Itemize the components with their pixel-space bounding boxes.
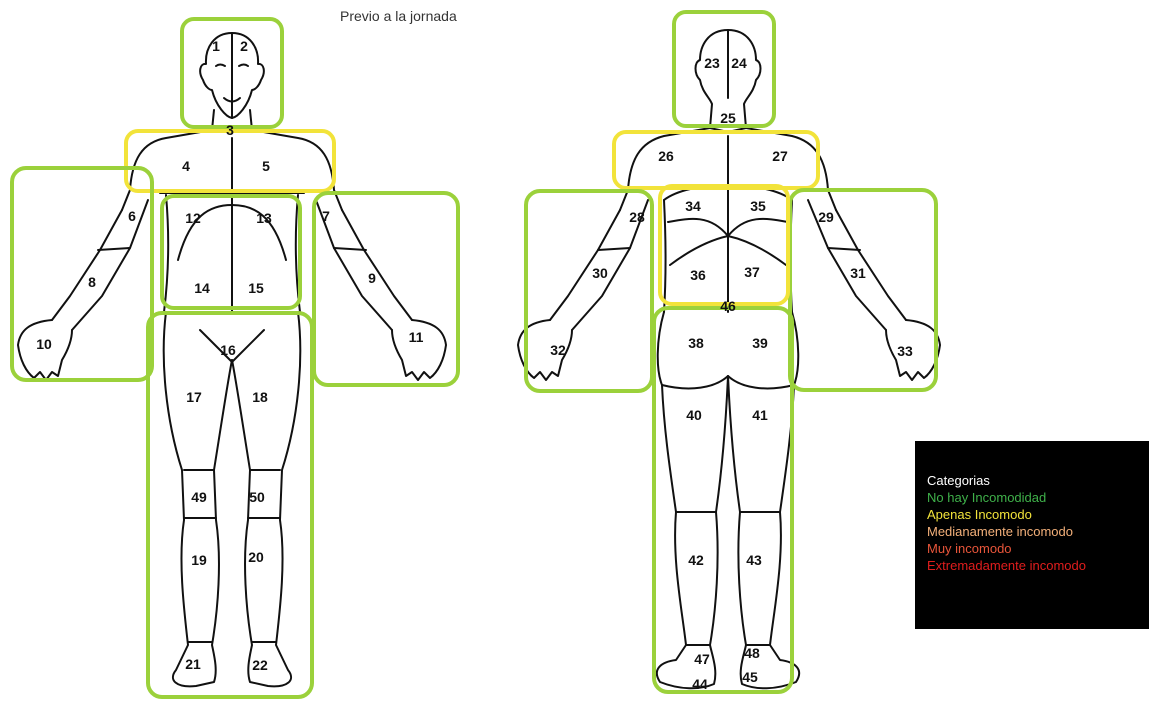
front-region-label-22: 22 [252,657,268,673]
front-region-label-49: 49 [191,489,207,505]
front-region-label-5: 5 [262,158,270,174]
front-region-label-4: 4 [182,158,190,174]
zone-back-right-arm [790,190,936,390]
legend-item: Apenas Incomodo [927,506,1086,523]
front-region-label-9: 9 [368,270,376,286]
front-region-label-17: 17 [186,389,202,405]
front-region-label-15: 15 [248,280,264,296]
page-title: Previo a la jornada [340,8,457,24]
back-region-label-26: 26 [658,148,674,164]
back-region-label-27: 27 [772,148,788,164]
zone-front-left-arm [12,168,152,380]
legend-item: Medianamente incomodo [927,523,1086,540]
back-region-label-33: 33 [897,343,913,359]
back-region-label-40: 40 [686,407,702,423]
front-region-label-3: 3 [226,122,234,138]
back-region-label-48: 48 [744,645,760,661]
back-region-labels: 23 24 25 26 27 28 29 34 35 30 31 36 37 46 32 33 38 39 40 41… [550,55,913,692]
back-region-label-39: 39 [752,335,768,351]
legend-item: Extremadamente incomodo [927,557,1086,574]
back-region-label-31: 31 [850,265,866,281]
front-region-label-16: 16 [220,342,236,358]
front-region-label-14: 14 [194,280,210,296]
front-region-label-7: 7 [322,208,330,224]
front-region-label-10: 10 [36,336,52,352]
front-region-label-11: 11 [409,329,424,345]
front-region-label-20: 20 [248,549,264,565]
back-region-label-38: 38 [688,335,704,351]
front-region-label-12: 12 [185,210,201,226]
zone-front-right-arm [314,193,458,385]
back-region-label-32: 32 [550,342,566,358]
back-region-label-42: 42 [688,552,704,568]
front-region-label-13: 13 [256,210,272,226]
back-region-label-44: 44 [692,676,708,692]
back-region-label-46: 46 [720,298,736,314]
back-region-label-29: 29 [818,209,834,225]
legend-item: Muy incomodo [927,540,1086,557]
front-region-label-18: 18 [252,389,268,405]
back-region-label-36: 36 [690,267,706,283]
back-body-figure [518,30,940,688]
zone-back-head [674,12,774,126]
back-region-label-34: 34 [685,198,701,214]
front-region-label-19: 19 [191,552,207,568]
back-region-label-35: 35 [750,198,766,214]
front-region-label-2: 2 [240,38,248,54]
front-region-label-21: 21 [185,656,201,672]
front-region-label-1: 1 [212,38,220,54]
zone-back-torso [660,186,788,304]
legend-item: No hay Incomodidad [927,489,1086,506]
front-region-label-8: 8 [88,274,96,290]
back-region-label-41: 41 [752,407,768,423]
legend-title: Categorias [927,472,990,489]
back-region-label-37: 37 [744,264,760,280]
back-region-label-30: 30 [592,265,608,281]
back-region-label-43: 43 [746,552,762,568]
back-region-label-23: 23 [704,55,720,71]
back-region-label-45: 45 [742,669,758,685]
back-region-label-24: 24 [731,55,747,71]
front-region-label-6: 6 [128,208,136,224]
back-region-label-28: 28 [629,209,645,225]
back-region-label-47: 47 [694,651,710,667]
front-region-label-50: 50 [249,489,265,505]
back-region-label-25: 25 [720,110,736,126]
